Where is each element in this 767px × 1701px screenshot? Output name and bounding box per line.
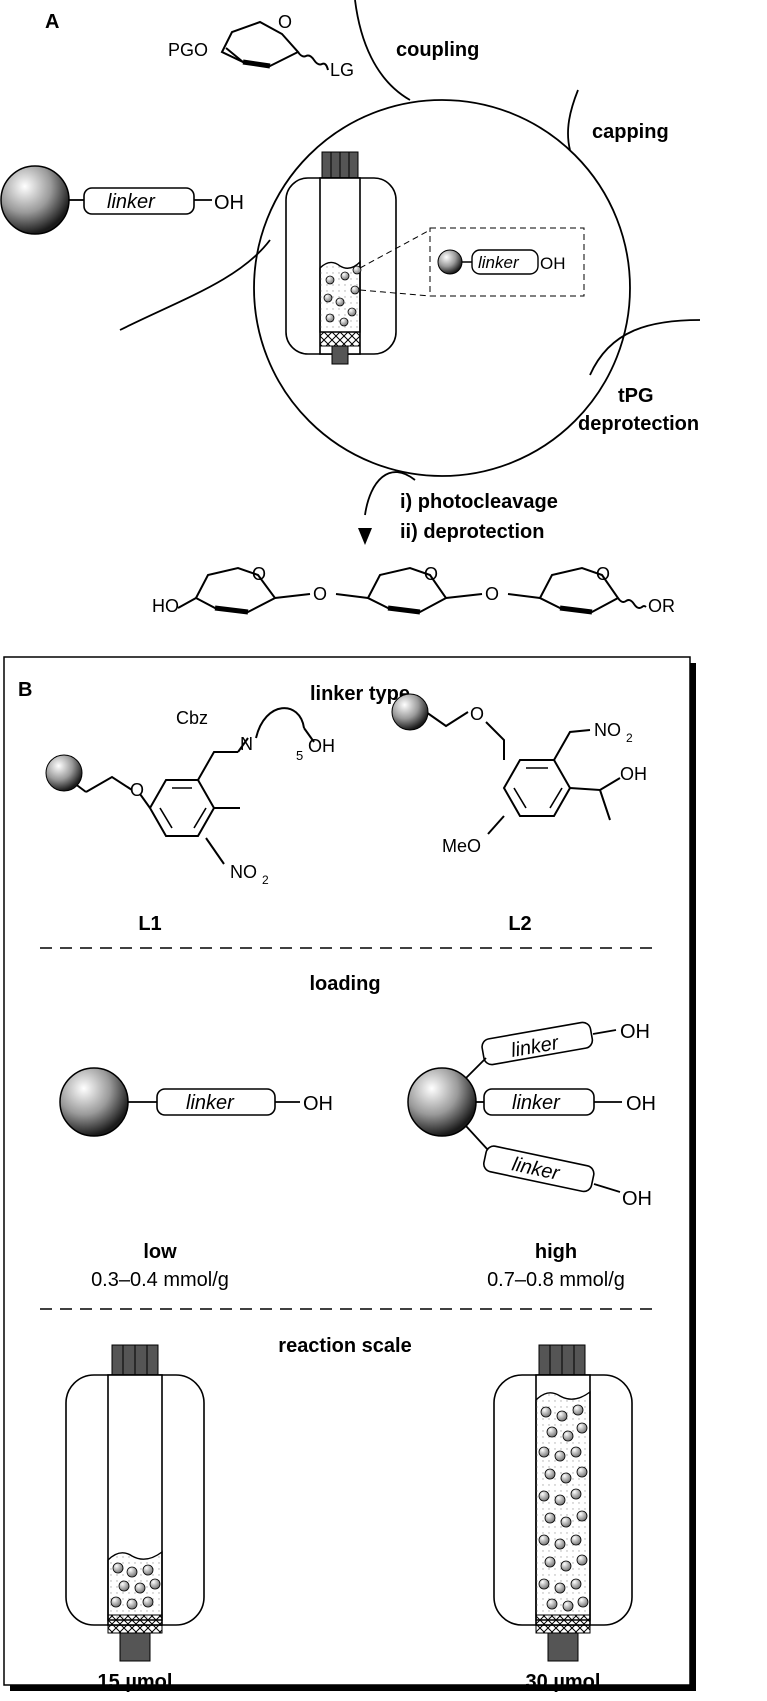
low-loading-resin <box>59 1067 300 1137</box>
l1-o: O <box>130 780 144 800</box>
l2-o: O <box>470 704 484 724</box>
low-label: low <box>143 1241 177 1263</box>
l1-cbz: Cbz <box>176 708 208 728</box>
glycosyl-donor <box>220 20 329 71</box>
high-value: 0.7–0.8 mmol/g <box>487 1269 625 1291</box>
high-linker-label-2: linker <box>512 1092 561 1114</box>
linker-type-title: linker type <box>310 683 410 705</box>
step-tpg-deprotection: deprotection <box>578 413 699 435</box>
l1-no2: NO <box>230 862 257 882</box>
reaction-scale-title: reaction scale <box>278 1335 411 1357</box>
l1-n: N <box>240 734 253 754</box>
trisaccharide-product <box>177 566 647 615</box>
high-loading-resin <box>407 1021 622 1193</box>
step-capping: capping <box>592 121 669 143</box>
product-or: OR <box>648 596 675 616</box>
low-linker-label: linker <box>186 1092 235 1114</box>
l2-name: L2 <box>508 913 531 935</box>
product-ho: HO <box>152 596 179 616</box>
step-tpg: tPG <box>618 385 654 407</box>
high-oh-2: OH <box>626 1093 656 1115</box>
final-step-1: i) photocleavage <box>400 491 558 513</box>
final-step-2: ii) deprotection <box>400 521 544 543</box>
product-ring-o-3: O <box>596 564 610 584</box>
l2-structure <box>425 711 621 835</box>
l1-oh: OH <box>308 736 335 756</box>
l2-no2: NO <box>594 720 621 740</box>
l2-bead <box>391 693 429 731</box>
cartridge-a <box>285 151 397 365</box>
product-link-o-1: O <box>313 584 327 604</box>
l2-meo: MeO <box>442 836 481 856</box>
panel-a-label: A <box>45 11 59 33</box>
inset-oh: OH <box>540 254 566 273</box>
cartridge-large <box>493 1344 633 1662</box>
scale-small-label: 15 µmol <box>98 1671 173 1693</box>
l1-no2-sub: 2 <box>262 873 269 887</box>
product-ring-o-2: O <box>424 564 438 584</box>
l2-oh: OH <box>620 764 647 784</box>
inset-zoom <box>359 227 585 297</box>
cartridge-small <box>65 1344 205 1662</box>
product-link-o-2: O <box>485 584 499 604</box>
l2-no2-sub: 2 <box>626 731 633 745</box>
l1-sub5: 5 <box>296 748 303 763</box>
low-value: 0.3–0.4 mmol/g <box>91 1269 229 1291</box>
resin-bead <box>0 165 70 235</box>
panel-b-label: B <box>18 679 32 701</box>
loading-title: loading <box>309 973 380 995</box>
low-oh: OH <box>303 1093 333 1115</box>
scale-large-label: 30 µmol <box>526 1671 601 1693</box>
product-ring-o-1: O <box>252 564 266 584</box>
high-oh-1: OH <box>620 1021 650 1043</box>
high-oh-3: OH <box>622 1188 652 1210</box>
l1-name: L1 <box>138 913 161 935</box>
inset-linker-label: linker <box>478 253 520 272</box>
linker-box <box>83 187 195 215</box>
cycle-arcs <box>119 0 701 516</box>
reactor-circle <box>253 99 631 477</box>
linker-oh: OH <box>214 192 244 214</box>
donor-leaving-group: LG <box>330 60 354 80</box>
cycle-arrowhead <box>358 528 372 545</box>
step-coupling: coupling <box>396 39 479 61</box>
high-label: high <box>535 1241 577 1263</box>
l1-bead <box>45 754 83 792</box>
donor-ring-oxygen: O <box>278 12 292 32</box>
donor-pgo: PGO <box>168 40 208 60</box>
linker-label: linker <box>107 191 156 213</box>
